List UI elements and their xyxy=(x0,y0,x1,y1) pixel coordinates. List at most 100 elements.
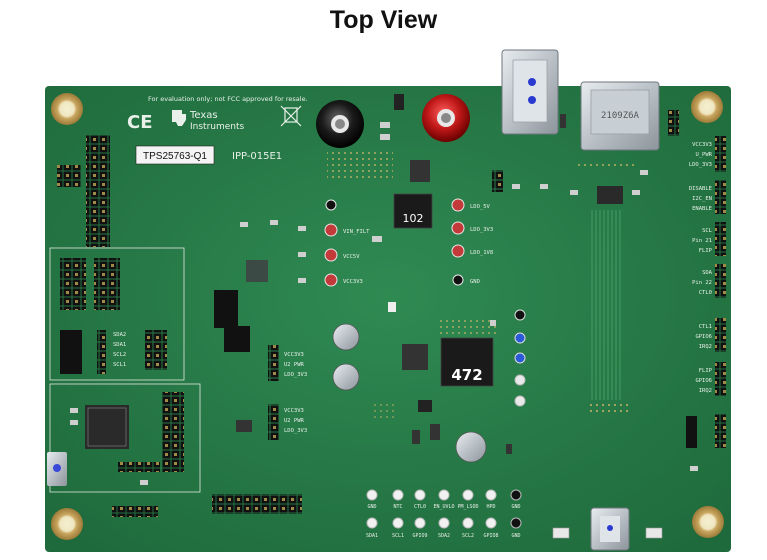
right-edge-labels: VCC3V3 U_PWR LDO_3V3 DISABLE I2C_EN ENAB… xyxy=(689,142,713,394)
page-title: Top View xyxy=(329,6,438,34)
header-j25 xyxy=(492,170,503,192)
svg-text:U2 PWR: U2 PWR xyxy=(284,362,305,368)
svg-text:GPIO9: GPIO9 xyxy=(412,533,427,539)
svg-text:LDO_3V3: LDO_3V3 xyxy=(470,227,493,233)
led-right xyxy=(645,527,663,539)
svg-text:472: 472 xyxy=(451,366,482,384)
svg-text:VCC3V3: VCC3V3 xyxy=(343,279,363,285)
svg-text:SCL1: SCL1 xyxy=(113,362,126,368)
inductor-102: 102 xyxy=(393,193,433,229)
header-j7 xyxy=(268,345,279,381)
testpoints-right: LDO_5V LDO_3V3 LDO_1V8 GND xyxy=(451,198,493,286)
svg-text:LDO_1V8: LDO_1V8 xyxy=(470,250,493,256)
header-j36 xyxy=(57,165,81,187)
mounting-holes xyxy=(51,91,724,540)
weee-bin-icon xyxy=(280,105,302,127)
mcu-box-outline xyxy=(49,383,201,493)
ce-logo-icon: CE xyxy=(127,112,153,133)
svg-text:LDO_3V3: LDO_3V3 xyxy=(689,162,712,168)
header-bottom-row xyxy=(212,494,302,514)
svg-text:SDA2: SDA2 xyxy=(438,533,450,539)
board-id: IPP-015E1 xyxy=(232,151,282,162)
red-binding-post xyxy=(422,94,470,142)
svg-text:NTC: NTC xyxy=(393,504,402,510)
svg-text:IRQ2: IRQ2 xyxy=(699,388,712,394)
brand-line2: Instruments xyxy=(190,122,245,132)
svg-text:GPIO6: GPIO6 xyxy=(695,334,712,340)
bottom-testpoint-row-2: SDA1 SCL1 GPIO9 SDA2 SCL2 GPIO8 GND xyxy=(366,517,522,539)
header-j2 xyxy=(112,506,158,517)
regulator-ic xyxy=(410,160,430,182)
svg-text:GND: GND xyxy=(470,279,480,285)
vcc-select-labels: VCC3V3 U2 PWR LDO_3V3 VCC3V3 U2 PWR LDO_… xyxy=(284,352,307,434)
header-j34 xyxy=(86,135,110,247)
inductor-472: 472 xyxy=(440,337,494,387)
svg-text:VCC3V3: VCC3V3 xyxy=(284,408,304,414)
svg-text:SDA: SDA xyxy=(702,270,713,276)
svg-text:HPD: HPD xyxy=(486,504,495,510)
svg-text:2109Z6A: 2109Z6A xyxy=(601,111,640,121)
jumper-j5 xyxy=(214,290,238,328)
svg-text:VIN_FILT: VIN_FILT xyxy=(343,229,370,235)
svg-text:SCL1: SCL1 xyxy=(392,533,404,539)
svg-text:VCC5V: VCC5V xyxy=(343,254,360,260)
header-jumpers-right-of-mcu xyxy=(162,392,184,472)
svg-text:VCC3V3: VCC3V3 xyxy=(284,352,304,358)
svg-text:VCC3V3: VCC3V3 xyxy=(692,142,712,148)
header-j9 xyxy=(94,258,120,310)
svg-text:CTL0: CTL0 xyxy=(414,504,426,510)
ti-logo-icon xyxy=(172,110,186,126)
usb-c-connector xyxy=(590,507,630,551)
svg-text:SDA1: SDA1 xyxy=(113,342,126,348)
svg-text:SDA1: SDA1 xyxy=(366,533,378,539)
svg-text:GPIO8: GPIO8 xyxy=(483,533,498,539)
ic-u8 xyxy=(246,260,268,282)
part-label-sticker xyxy=(135,145,215,165)
svg-text:GND: GND xyxy=(511,533,520,539)
part-label: TPS25763-Q1 xyxy=(143,151,207,162)
jumper-j6 xyxy=(224,326,250,352)
svg-text:IRQ2: IRQ2 xyxy=(699,344,712,350)
svg-text:CE: CE xyxy=(127,112,153,133)
pcb-substrate xyxy=(45,86,731,552)
svg-text:Pin 21: Pin 21 xyxy=(692,238,712,244)
svg-text:LDO_5V: LDO_5V xyxy=(470,204,491,210)
svg-text:FLIP: FLIP xyxy=(699,368,713,374)
svg-text:I2C_EN: I2C_EN xyxy=(692,196,712,202)
svg-text:SDA2: SDA2 xyxy=(113,332,126,338)
svg-text:U_PWR: U_PWR xyxy=(695,152,712,158)
svg-text:LDO_3V3: LDO_3V3 xyxy=(284,428,307,434)
svg-text:FLIP: FLIP xyxy=(699,248,713,254)
right-edge-headers xyxy=(668,110,726,448)
svg-text:GND: GND xyxy=(511,504,520,510)
svg-text:U2 PWR: U2 PWR xyxy=(284,418,305,424)
header-j4 xyxy=(268,404,279,440)
pd-controller-ic xyxy=(597,186,623,204)
black-binding-post xyxy=(316,100,364,148)
usb-a-vertical-connector xyxy=(501,49,559,135)
fcc-notice: For evaluation only; not FCC approved fo… xyxy=(148,95,308,103)
led-left xyxy=(552,527,570,539)
brand-line1: Texas xyxy=(189,110,218,121)
smd-components xyxy=(70,94,698,485)
svg-text:GND: GND xyxy=(367,504,376,510)
usb-c-traces xyxy=(591,210,621,400)
header-j3 xyxy=(118,462,160,472)
controller-ic xyxy=(402,344,428,370)
header-j12 xyxy=(97,330,106,374)
jumper-box-outline xyxy=(49,247,185,381)
svg-text:DISABLE: DISABLE xyxy=(689,186,712,192)
header-j8 xyxy=(145,330,167,370)
svg-text:102: 102 xyxy=(403,212,424,225)
svg-text:PM_LSOD: PM_LSOD xyxy=(457,504,478,510)
via-field-top xyxy=(327,150,393,180)
testpoints-blue xyxy=(514,309,526,407)
svg-text:Pin 22: Pin 22 xyxy=(692,280,712,286)
svg-text:SCL2: SCL2 xyxy=(462,533,474,539)
jumper-block-labels: SDA2 SDA1 SCL2 SCL1 xyxy=(113,332,126,368)
svg-text:ENABLE: ENABLE xyxy=(692,206,712,212)
svg-text:SCL: SCL xyxy=(702,228,713,234)
svg-text:CTL0: CTL0 xyxy=(699,290,712,296)
svg-text:LDO_3V3: LDO_3V3 xyxy=(284,372,307,378)
